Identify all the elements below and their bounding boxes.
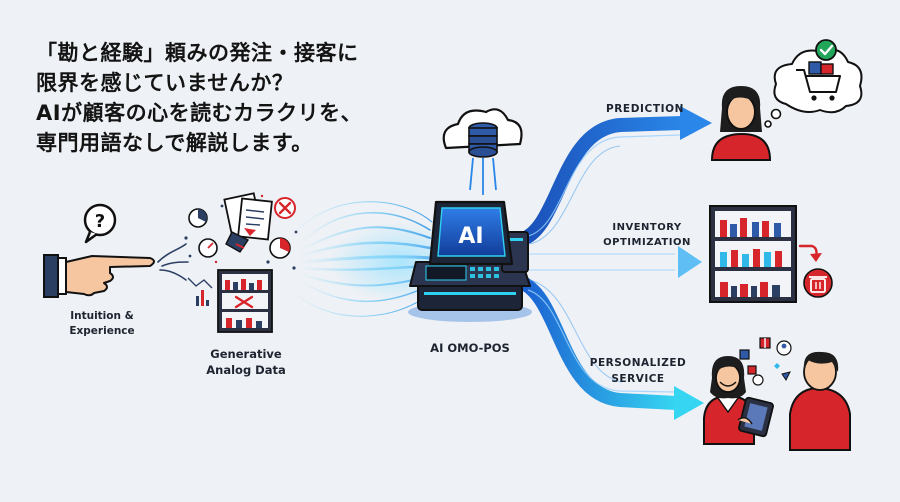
ai-screen-text: AI — [458, 224, 483, 249]
check-icon — [815, 39, 837, 61]
error-x-icon — [274, 197, 296, 219]
analog-data-cluster — [184, 192, 298, 333]
tablet-icon — [737, 396, 774, 438]
headline: 「勘と経験」頼みの発注・接客に 限界を感じていませんか？ AIが顧客の心を読むカ… — [36, 38, 416, 158]
service-label-line2: SERVICE — [611, 373, 664, 385]
intuition-label-line1: Intuition & — [70, 310, 134, 322]
pointing-hand-icon — [43, 254, 155, 298]
analog-data-label-line2: Analog Data — [206, 363, 286, 377]
svg-text:?: ? — [95, 211, 105, 232]
gauge-icon — [198, 238, 218, 258]
intuition-label-line2: Experience — [69, 325, 134, 337]
customer-avatar-icon — [710, 86, 772, 161]
pie-chart-icon — [188, 208, 208, 228]
cloud-database-icon — [442, 108, 523, 195]
ai-pos-label: AI OMO-POS — [430, 341, 510, 355]
ai-pos-machine: AI — [408, 200, 532, 322]
analog-data-label-line1: Generative — [210, 347, 282, 361]
headline-line-1: 「勘と経験」頼みの発注・接客に — [36, 41, 359, 65]
customer-avatar-service — [789, 351, 851, 451]
document-icon — [223, 192, 273, 241]
trash-icon — [798, 244, 833, 298]
store-shelf-analog — [217, 269, 273, 333]
pie-chart-icon-2 — [269, 237, 291, 259]
thought-cloud — [764, 48, 863, 128]
arrow-to-inventory — [514, 246, 702, 278]
floating-gift-icons — [739, 337, 792, 386]
service-label-line1: PERSONALIZED — [590, 357, 686, 369]
headline-line-3: AIが顧客の心を読むカラクリを、 — [36, 101, 363, 125]
scatter-marks — [184, 194, 298, 270]
mini-bar-chart-icon — [187, 277, 213, 306]
arrow-to-prediction — [513, 106, 712, 247]
staff-avatar-icon — [703, 356, 755, 445]
arrow-to-service — [513, 275, 704, 420]
thought-sparks — [157, 243, 189, 281]
headline-line-4: 専門用語なしで解説します。 — [36, 131, 313, 155]
prediction-label: PREDICTION — [606, 103, 684, 115]
hanger-icon — [225, 231, 250, 253]
inventory-label-line1: INVENTORY — [612, 222, 682, 233]
inventory-label-line2: OPTIMIZATION — [603, 237, 691, 248]
headline-line-2: 限界を感じていませんか？ — [36, 71, 294, 95]
question-bubble-icon: ? — [83, 203, 117, 244]
store-shelf-optimized — [709, 205, 797, 303]
shopping-cart-icon — [796, 61, 841, 101]
